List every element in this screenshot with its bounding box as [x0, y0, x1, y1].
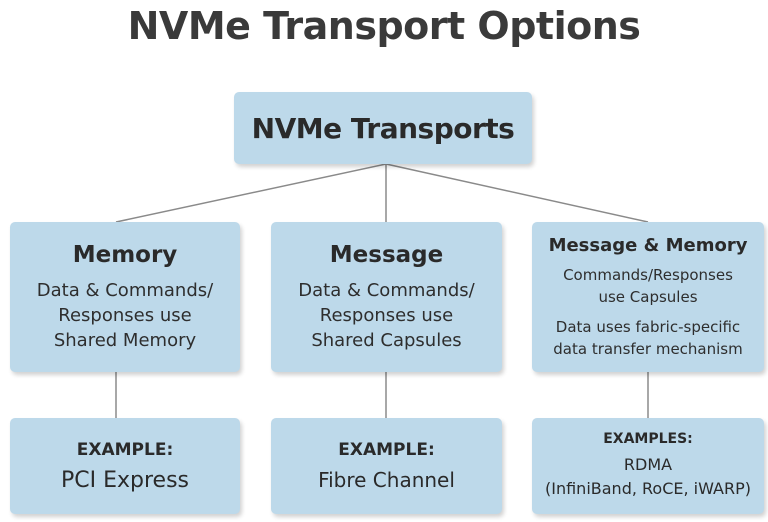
category-node-message: Message Data & Commands/ Responses use S…	[271, 222, 502, 372]
root-node-label: NVMe Transports	[251, 111, 515, 145]
category-description: Data & Commands/ Responses use Shared Ca…	[298, 279, 475, 351]
example-heading: EXAMPLES:	[603, 431, 693, 447]
category-description-secondary: Data uses fabric-specific data transfer …	[553, 317, 743, 358]
category-name: Message	[329, 241, 444, 268]
category-description: Commands/Responses use Capsules	[563, 265, 733, 306]
example-node-memory: EXAMPLE: PCI Express	[10, 418, 240, 514]
category-node-memory: Memory Data & Commands/ Responses use Sh…	[10, 222, 240, 372]
category-name: Message & Memory	[548, 234, 748, 256]
example-heading: EXAMPLE:	[76, 439, 174, 460]
example-value: Fibre Channel	[318, 468, 455, 492]
example-heading: EXAMPLE:	[338, 440, 435, 460]
example-value: PCI Express	[60, 467, 189, 493]
example-value: RDMA (InfiniBand, RoCE, iWARP)	[545, 455, 751, 498]
connector-root-to-memory	[115, 163, 387, 223]
category-name: Memory	[72, 241, 178, 268]
connector-root-to-message-memory	[385, 163, 649, 223]
category-node-message-and-memory: Message & Memory Commands/Responses use …	[532, 222, 764, 372]
example-node-message: EXAMPLE: Fibre Channel	[271, 418, 502, 514]
category-description: Data & Commands/ Responses use Shared Me…	[36, 279, 214, 351]
root-node-nvme-transports: NVMe Transports	[234, 92, 532, 164]
diagram-title: NVMe Transport Options	[127, 4, 641, 48]
example-node-message-and-memory: EXAMPLES: RDMA (InfiniBand, RoCE, iWARP)	[532, 418, 764, 514]
